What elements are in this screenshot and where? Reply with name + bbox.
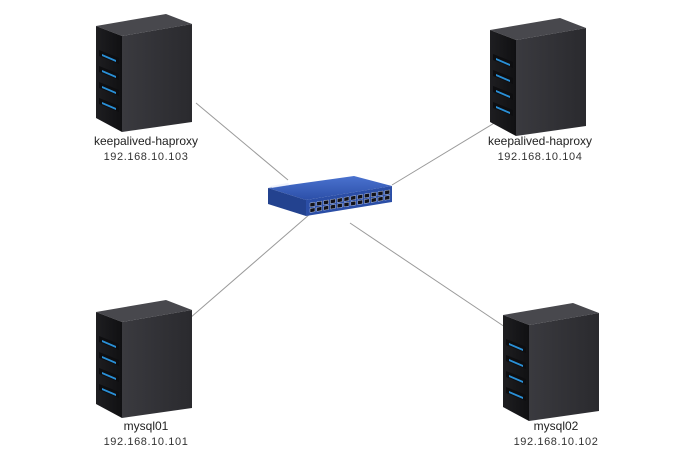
switch-port: [384, 189, 391, 195]
switch-port: [330, 198, 336, 204]
switch-port: [377, 190, 384, 197]
node-label-lb1: keepalived-haproxy 192.168.10.103: [46, 134, 246, 164]
link-db2-switch: [349, 222, 506, 328]
node-ip-db1: 192.168.10.101: [103, 436, 189, 448]
switch-port: [350, 195, 357, 201]
switch-port: [364, 198, 370, 204]
switch-port: [384, 195, 391, 201]
node-ip-lb2: 192.168.10.104: [497, 151, 583, 163]
server-icon-db2: [503, 303, 599, 421]
node-name-db2: mysql02: [533, 419, 579, 433]
server-icon-db1: [96, 300, 192, 418]
links: [189, 102, 506, 328]
node-ip-lb1: 192.168.10.103: [103, 151, 189, 163]
switch-port: [350, 200, 357, 207]
switch-port: [343, 196, 350, 202]
link-db1-switch: [189, 213, 311, 319]
node-label-db1: mysql01 192.168.10.101: [46, 419, 246, 449]
switch-port: [377, 196, 384, 202]
node-label-db2: mysql02 192.168.10.102: [456, 419, 656, 449]
node-name-lb1: keepalived-haproxy: [93, 134, 199, 148]
switch-port: [357, 199, 363, 205]
switch-port: [323, 205, 329, 211]
switch-port: [330, 204, 336, 210]
node-name-db1: mysql01: [123, 419, 169, 433]
switch-port: [370, 197, 377, 203]
switch-port: [343, 201, 350, 208]
switch-port: [316, 206, 323, 212]
link-lb2-switch: [391, 121, 497, 186]
network-switch-icon: [268, 176, 392, 216]
switch-port: [309, 201, 316, 208]
link-lb1-switch: [195, 102, 289, 181]
switch-port: [370, 191, 377, 198]
switch-port: [323, 199, 329, 206]
server-icon-lb2: [490, 18, 586, 136]
node-name-lb2: keepalived-haproxy: [487, 134, 593, 148]
node-label-lb2: keepalived-haproxy 192.168.10.104: [440, 134, 640, 164]
switch-port: [316, 200, 323, 207]
switch-port: [364, 192, 370, 199]
switch-port: [309, 207, 316, 213]
node-ip-db2: 192.168.10.102: [513, 436, 599, 448]
switch-port: [357, 194, 363, 200]
switch-port: [336, 197, 343, 203]
switch-port: [336, 202, 343, 209]
server-icon-lb1: [96, 14, 192, 132]
